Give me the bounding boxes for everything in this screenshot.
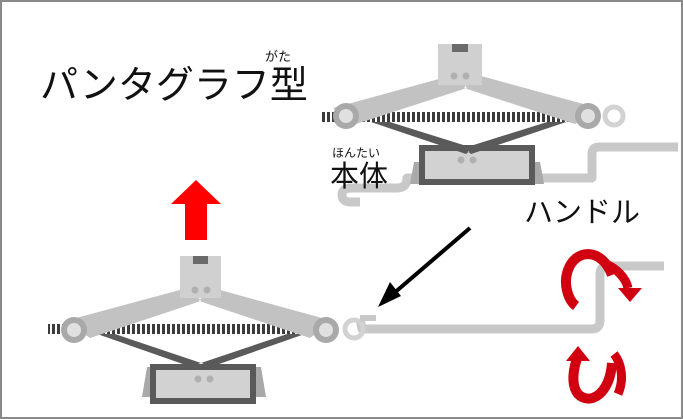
body-ruby: ほんたい (332, 146, 381, 160)
red-up-arrow-icon (171, 180, 221, 240)
upper-handle-rod (337, 142, 678, 207)
lower-screw (48, 324, 311, 334)
lower-jack (48, 256, 664, 404)
rotation-arrows-icon (561, 249, 642, 404)
title-ruby: がた (265, 50, 292, 65)
upper-upper-arms (333, 74, 598, 124)
lower-lower-arms (80, 328, 322, 370)
diagram-title: パンタグラフ型 (40, 63, 308, 107)
handle-label: ハンドル (524, 195, 641, 229)
upper-saddle (438, 44, 482, 85)
lower-saddle (180, 256, 221, 298)
lower-upper-arms (65, 287, 333, 338)
upper-jack (320, 44, 678, 207)
upper-screw (320, 112, 583, 122)
body-label: 本体 (330, 159, 389, 193)
black-diagonal-arrow-icon (378, 226, 472, 307)
